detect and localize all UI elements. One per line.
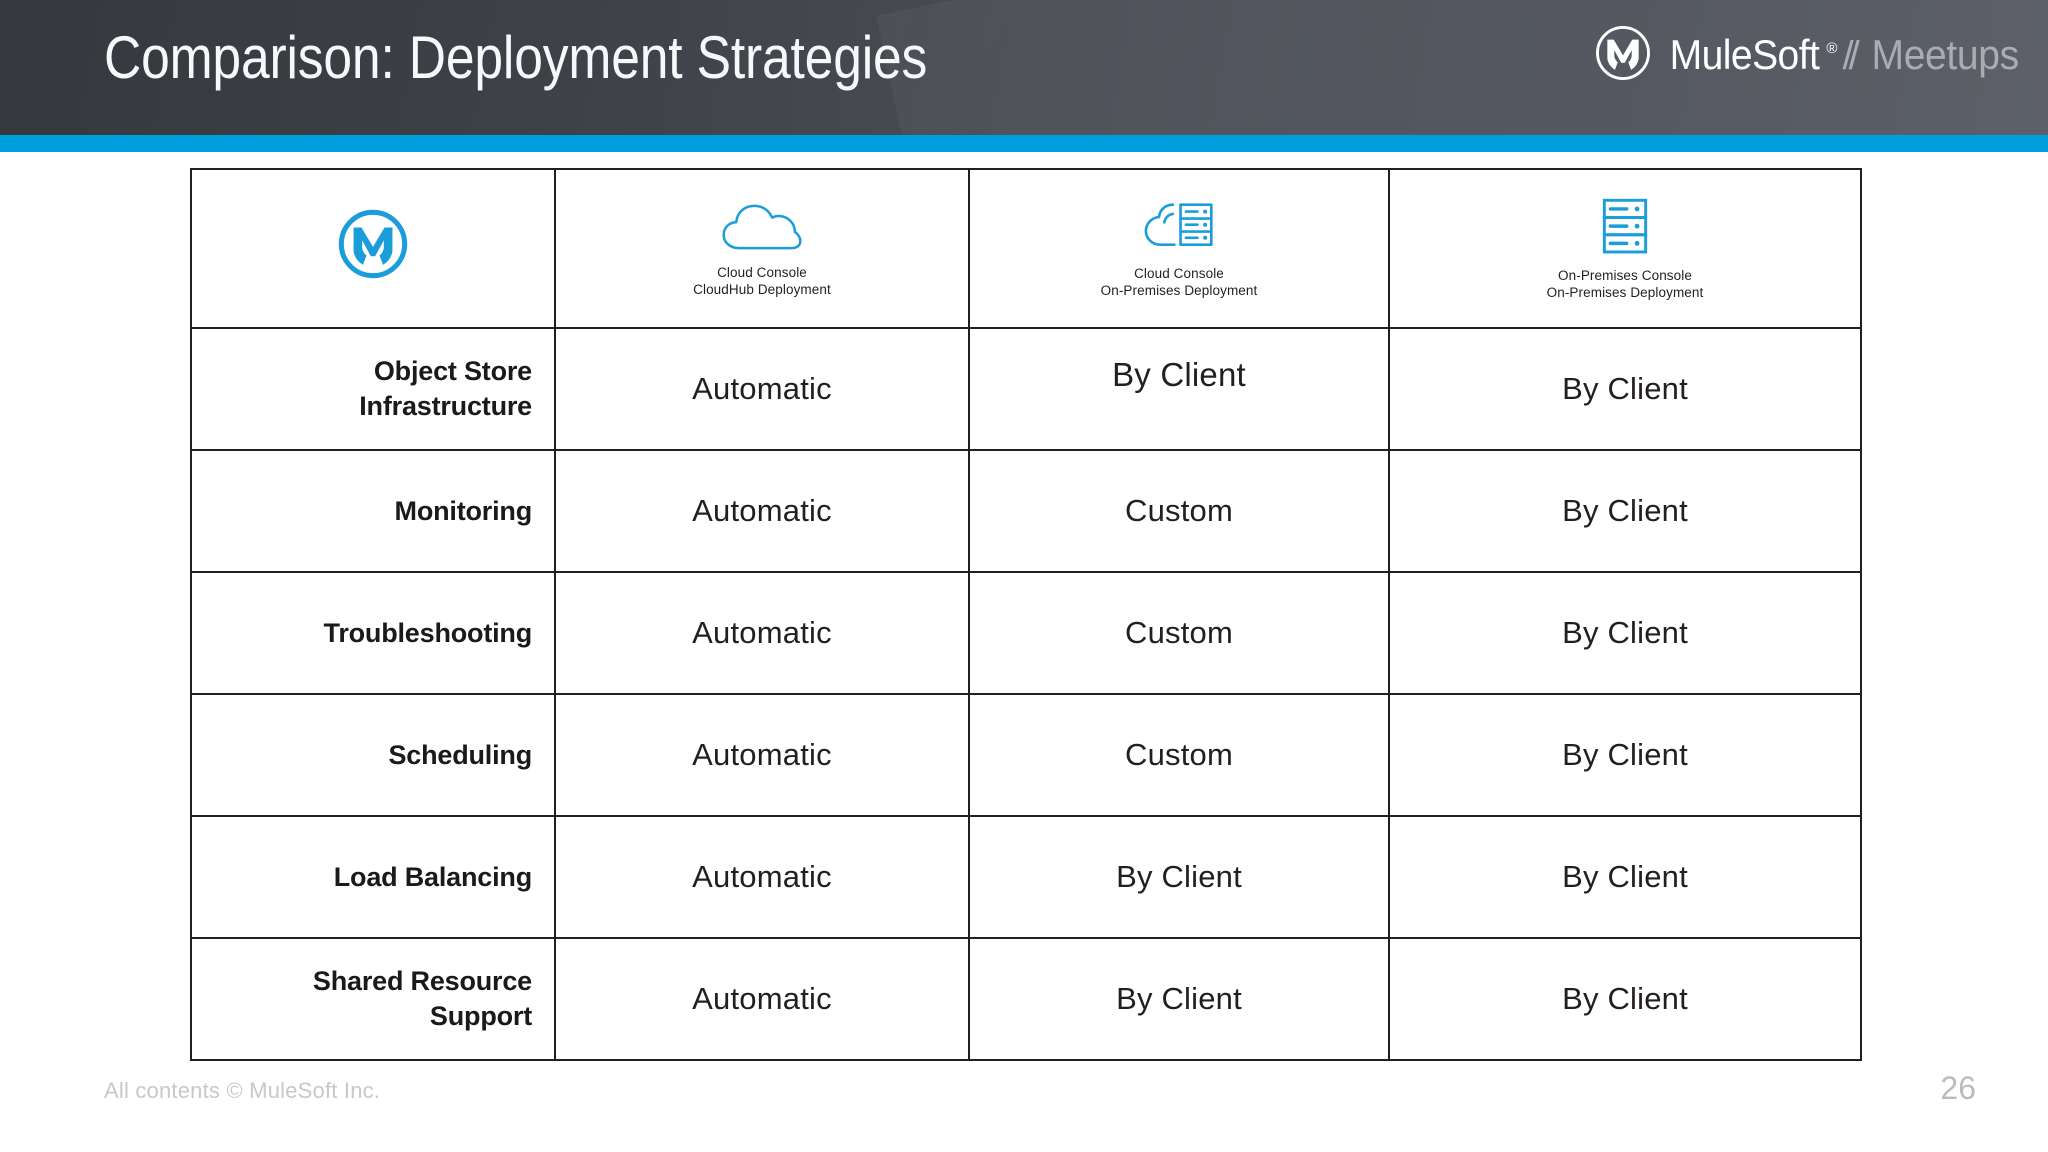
comparison-table-container: Cloud Console CloudHub Deployment (190, 168, 1862, 1061)
caption-line-2: CloudHub Deployment (693, 282, 831, 297)
table-cell-onprem: By Client (1388, 815, 1862, 939)
mulesoft-logo-icon (1594, 24, 1652, 87)
header-sheen-decoration (876, 0, 1624, 135)
cell-value: By Client (1112, 356, 1246, 393)
table-cell-hybrid: By Client (968, 815, 1390, 939)
brand-subname: Meetups (1871, 31, 2019, 78)
cell-value: Automatic (692, 859, 832, 894)
table-row: Shared Resource Support Automatic By Cli… (190, 937, 1862, 1061)
table-cell-cloudhub: Automatic (554, 815, 970, 939)
cell-value: By Client (1562, 737, 1688, 772)
table-cell-onprem: By Client (1388, 449, 1862, 573)
table-header-caption-onprem: On-Premises Console On-Premises Deployme… (1547, 267, 1704, 301)
cell-value: By Client (1562, 859, 1688, 894)
row-label-line-2: Support (429, 1001, 532, 1031)
row-label-cell: Load Balancing (190, 815, 556, 939)
table-header-caption-hybrid: Cloud Console On-Premises Deployment (1101, 265, 1258, 299)
table-row: Load Balancing Automatic By Client By Cl… (190, 815, 1862, 939)
cell-value: By Client (1562, 981, 1688, 1016)
caption-line-1: On-Premises Console (1558, 268, 1692, 283)
row-label-line-1: Scheduling (388, 739, 532, 770)
page-number: 26 (1940, 1070, 1976, 1106)
cloud-icon (719, 199, 805, 260)
table-cell-hybrid: By Client (968, 327, 1390, 451)
brand-separator: // (1842, 34, 1859, 78)
row-label-cell: Shared Resource Support (190, 937, 556, 1061)
brand-wordmark: MuleSoft ® // Meetups (1664, 31, 2024, 79)
row-label-line-2: Infrastructure (359, 391, 532, 421)
table-cell-cloudhub: Automatic (554, 449, 970, 573)
table-row: Monitoring Automatic Custom By Client (190, 449, 1862, 573)
cell-value: Automatic (692, 981, 832, 1016)
server-rack-icon (1598, 196, 1652, 263)
comparison-table: Cloud Console CloudHub Deployment (190, 168, 1862, 1061)
page-title: Comparison: Deployment Strategies (104, 24, 928, 91)
table-row: Scheduling Automatic Custom By Client (190, 693, 1862, 817)
caption-line-2: On-Premises Deployment (1100, 283, 1258, 298)
table-row: Troubleshooting Automatic Custom By Clie… (190, 571, 1862, 695)
table-header-cell-feature (190, 168, 556, 329)
cell-value: By Client (1116, 981, 1242, 1016)
cell-value: By Client (1562, 615, 1688, 650)
row-label-troubleshooting: Troubleshooting (192, 616, 554, 651)
table-cell-cloudhub: Automatic (554, 693, 970, 817)
row-label-cell: Object Store Infrastructure (190, 327, 556, 451)
row-label-cell: Troubleshooting (190, 571, 556, 695)
table-cell-onprem: By Client (1388, 571, 1862, 695)
table-header-cell-onprem: On-Premises Console On-Premises Deployme… (1388, 168, 1862, 329)
table-header-caption-cloudhub: Cloud Console CloudHub Deployment (693, 264, 831, 298)
slide-header: Comparison: Deployment Strategies MuleSo… (0, 0, 2048, 135)
row-label-line-1: Load Balancing (333, 861, 532, 892)
table-header-cell-hybrid: Cloud Console On-Premises Deployment (968, 168, 1390, 329)
row-label-cell: Scheduling (190, 693, 556, 817)
row-label-line-1: Object Store (373, 356, 532, 386)
table-cell-hybrid: Custom (968, 571, 1390, 695)
caption-line-1: Cloud Console (717, 265, 807, 280)
cloud-server-icon (1139, 198, 1219, 261)
table-cell-cloudhub: Automatic (554, 937, 970, 1061)
table-cell-cloudhub: Automatic (554, 571, 970, 695)
row-label-monitoring: Monitoring (192, 494, 554, 529)
cell-value: Custom (1124, 737, 1233, 772)
table-cell-hybrid: Custom (968, 449, 1390, 573)
cell-value: By Client (1562, 371, 1688, 406)
table-cell-onprem: By Client (1388, 937, 1862, 1061)
row-label-load-balancing: Load Balancing (192, 860, 554, 895)
row-label-cell: Monitoring (190, 449, 556, 573)
brand-lockup: MuleSoft ® // Meetups (1594, 24, 2024, 86)
caption-line-2: On-Premises Deployment (1546, 285, 1704, 300)
cell-value: Automatic (692, 371, 832, 406)
cell-value: Automatic (692, 493, 832, 528)
cell-value: By Client (1116, 859, 1242, 894)
cell-value: Automatic (692, 615, 832, 650)
table-cell-onprem: By Client (1388, 693, 1862, 817)
cell-value: Custom (1124, 493, 1233, 528)
row-label-scheduling: Scheduling (192, 738, 554, 773)
row-label-line-1: Troubleshooting (323, 617, 533, 648)
registered-mark: ® (1826, 40, 1838, 57)
table-row: Object Store Infrastructure Automatic By… (190, 327, 1862, 451)
row-label-object-store-infrastructure: Object Store Infrastructure (192, 354, 554, 424)
table-cell-hybrid: By Client (968, 937, 1390, 1061)
table-cell-hybrid: Custom (968, 693, 1390, 817)
cell-value: By Client (1562, 493, 1688, 528)
table-header-row: Cloud Console CloudHub Deployment (190, 168, 1862, 329)
mulesoft-logo-icon (337, 208, 409, 285)
brand-name: MuleSoft (1670, 31, 1820, 78)
row-label-line-1: Shared Resource (312, 966, 532, 996)
cell-value: Automatic (692, 737, 832, 772)
cell-value: Custom (1124, 615, 1233, 650)
table-cell-onprem: By Client (1388, 327, 1862, 451)
accent-bar (0, 135, 2048, 152)
row-label-line-1: Monitoring (394, 495, 533, 526)
table-header-cell-cloudhub: Cloud Console CloudHub Deployment (554, 168, 970, 329)
footer-copyright: All contents © MuleSoft Inc. (104, 1078, 381, 1103)
table-cell-cloudhub: Automatic (554, 327, 970, 451)
caption-line-1: Cloud Console (1134, 266, 1224, 281)
row-label-shared-resource-support: Shared Resource Support (192, 964, 554, 1034)
